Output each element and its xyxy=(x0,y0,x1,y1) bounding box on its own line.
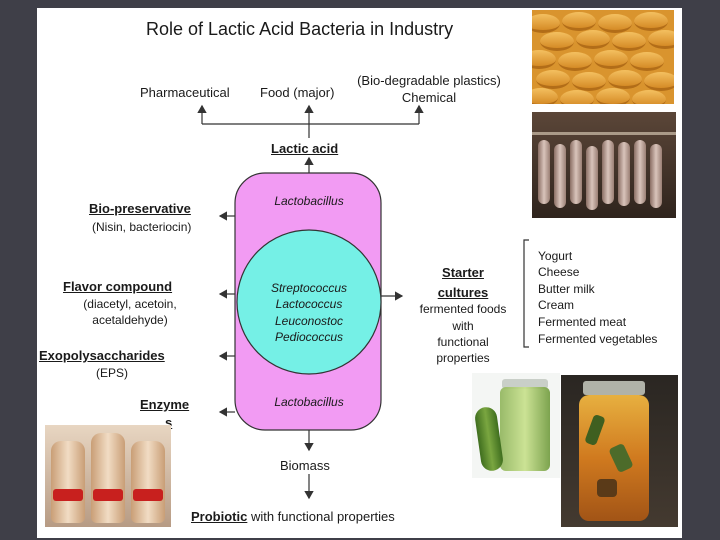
genus-pediococcus: Pediococcus xyxy=(274,330,344,344)
biopreservative-sub: (Nisin, bacteriocin) xyxy=(92,220,192,234)
inner-genera-circle xyxy=(236,229,382,375)
flavor-sub-1: (diacetyl, acetoin, xyxy=(83,297,177,311)
cheese-photo xyxy=(532,10,674,104)
eps-sub: (EPS) xyxy=(96,366,129,380)
probiotic-rest: with functional properties xyxy=(247,509,395,524)
food-label: Food (major) xyxy=(260,85,335,100)
starter-desc-1: fermented foods xyxy=(419,302,507,316)
probiotic-label: Probiotic xyxy=(191,509,248,524)
fermented-vegetables-jar-photo xyxy=(561,375,678,527)
starter-item-fermented-meat: Fermented meat xyxy=(538,315,627,329)
genus-leuconostoc: Leuconostoc xyxy=(274,314,344,328)
starter-item-cheese: Cheese xyxy=(538,265,580,279)
starter-title-1: Starter xyxy=(442,265,484,280)
bottom-genus-label: Lactobacillus xyxy=(274,395,344,409)
starter-item-fermented-vegetables: Fermented vegetables xyxy=(538,332,658,346)
probiotic-line: Probiotic with functional properties xyxy=(191,510,395,523)
starter-item-cream: Cream xyxy=(538,298,575,312)
starter-item-yogurt: Yogurt xyxy=(538,249,573,263)
yakult-photo xyxy=(45,425,171,527)
sausage-photo xyxy=(532,112,676,218)
pharmaceutical-label: Pharmaceutical xyxy=(140,85,230,100)
biomass-label: Biomass xyxy=(280,458,330,473)
starter-desc-2: with xyxy=(452,319,474,333)
plastics-label: (Bio-degradable plastics) xyxy=(357,73,501,88)
genus-lactococcus: Lactococcus xyxy=(275,297,343,311)
chemical-label: Chemical xyxy=(401,90,457,105)
biopreservative-label: Bio-preservative xyxy=(89,201,191,216)
starter-title-2: cultures xyxy=(437,285,489,300)
flavor-sub-2: acetaldehyde) xyxy=(92,313,168,327)
enzymes-label-a: Enzyme xyxy=(140,397,190,412)
eps-label: Exopolysaccharides xyxy=(39,348,165,363)
starter-desc-3: functional xyxy=(437,335,489,349)
pickle-jar-photo xyxy=(472,373,560,478)
top-genus-label: Lactobacillus xyxy=(274,194,344,208)
starter-item-buttermilk: Butter milk xyxy=(538,282,595,296)
lactic-acid-label: Lactic acid xyxy=(271,141,339,156)
genus-streptococcus: Streptococcus xyxy=(270,281,348,295)
starter-desc-4: properties xyxy=(436,351,490,365)
flavor-compound-label: Flavor compound xyxy=(63,279,173,294)
page-title: Role of Lactic Acid Bacteria in Industry xyxy=(146,19,454,39)
enzymes-label-b: s xyxy=(165,415,173,430)
